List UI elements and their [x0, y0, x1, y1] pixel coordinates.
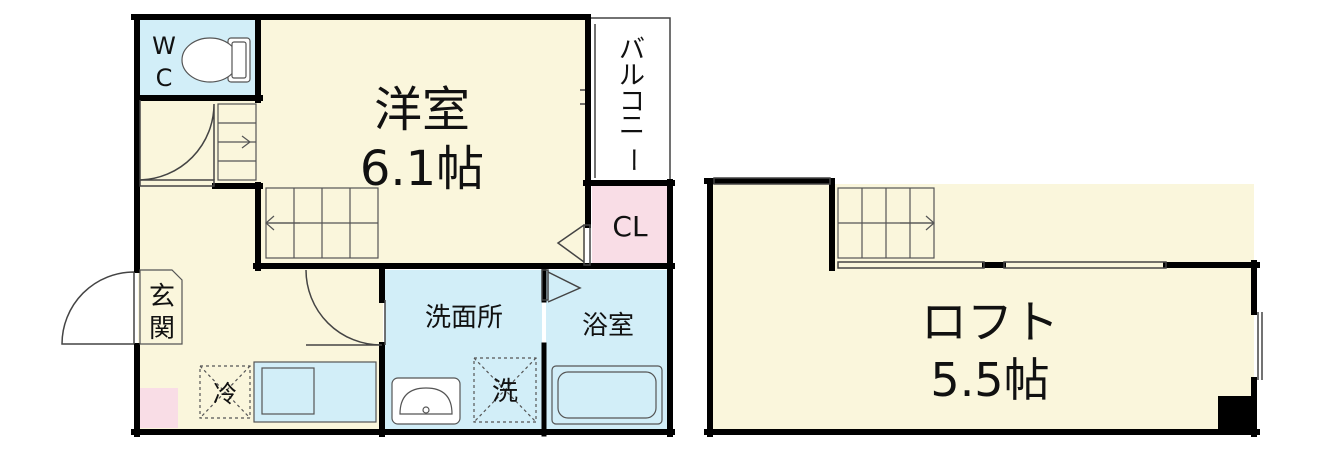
balcony-char-5: ー	[617, 147, 647, 173]
doors	[61, 103, 382, 346]
fridge-cross	[199, 365, 251, 419]
loft-walls	[704, 178, 1260, 437]
western-room-size: 6.1帖	[360, 141, 484, 197]
toilet-icon	[181, 37, 251, 83]
fridge-icon	[199, 365, 251, 419]
entrance-char-2: 関	[149, 314, 175, 344]
washer-label: 洗	[492, 377, 518, 407]
loft-top-frame	[713, 177, 831, 185]
washbasin-drain	[422, 406, 430, 414]
wc-label-w: W	[152, 32, 176, 60]
loft-pillar	[1218, 396, 1256, 434]
loft-floor	[710, 184, 1254, 432]
fridge-label: 冷	[213, 380, 237, 408]
balcony-char-3: コ	[619, 87, 645, 117]
labels: 洋室 6.1帖 ロフト 5.5帖 W C バ ル コ ニ ー CL 洗面所 浴室…	[149, 32, 1059, 408]
walls	[131, 14, 675, 437]
wc-label-c: C	[156, 64, 173, 92]
closet-door-mark	[556, 224, 585, 263]
western-room-name: 洋室	[374, 82, 470, 138]
balcony-char-1: バ	[619, 35, 645, 65]
door-frames	[139, 100, 591, 345]
stair-arrow-right	[241, 135, 251, 149]
loft-name: ロフト	[921, 295, 1059, 349]
washer-icon	[473, 357, 537, 423]
closet-floor	[592, 186, 668, 264]
stairs-loft	[837, 187, 935, 259]
hall-door-frame	[139, 179, 215, 187]
washbasin-icon	[391, 377, 461, 425]
washroom-door	[305, 269, 382, 346]
washer-cross	[473, 357, 537, 423]
entrance-door	[61, 271, 135, 345]
shoe-box	[140, 388, 178, 428]
loft-thin	[713, 177, 1167, 269]
washbasin-bowl	[399, 387, 453, 415]
bathroom-label: 浴室	[582, 311, 634, 341]
washroom-label: 洗面所	[425, 303, 503, 333]
loft-stair-arrow	[925, 215, 935, 231]
stairs-main	[217, 103, 379, 259]
wc-door	[139, 103, 215, 181]
loft-size: 5.5帖	[930, 353, 1049, 407]
entrance-shoe-rack	[139, 269, 183, 345]
loft-rail-left	[837, 261, 985, 269]
fixtures	[139, 37, 663, 425]
bath-door-mark	[547, 271, 582, 303]
hall-floor	[138, 100, 262, 190]
balcony-floor	[592, 19, 670, 181]
balcony-char-2: ル	[619, 61, 645, 91]
floor-fills	[138, 19, 1254, 432]
closet-door-frame	[583, 224, 591, 266]
kitchen-sink	[261, 367, 315, 415]
closet-label: CL	[612, 210, 648, 243]
bath-door-frame	[541, 269, 549, 301]
loft-rail-right	[1003, 261, 1167, 269]
bathtub-inner	[557, 371, 657, 419]
entrance-char-1: 玄	[149, 282, 175, 312]
bathtub-icon	[551, 365, 663, 425]
balcony-char-4: ニ	[619, 111, 645, 141]
